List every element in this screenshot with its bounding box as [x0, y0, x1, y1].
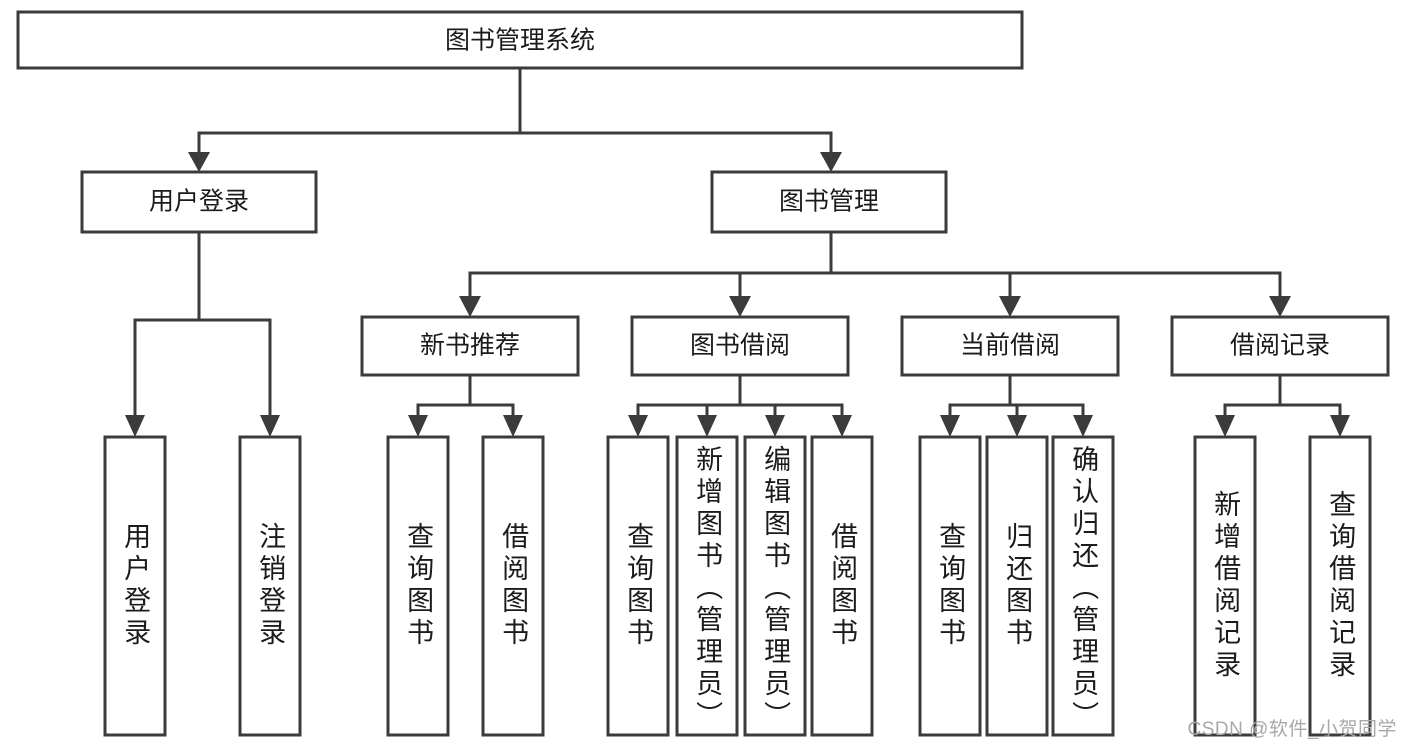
node-borrow-record-label: 借阅记录 [1230, 332, 1330, 360]
arrowhead-leaf-bb-add [697, 415, 717, 437]
leaf-box-bb-query-book[interactable] [606, 435, 670, 737]
node-root-box[interactable] [16, 10, 1024, 70]
node-new-book-recommend-label: 新书推荐 [420, 332, 520, 360]
connector-group-book-manage [459, 230, 1291, 317]
node-book-borrow-box[interactable] [630, 315, 850, 377]
node-book-manage[interactable]: 图书管理 [710, 170, 948, 234]
arrowhead-leaf-br-query [1330, 415, 1350, 437]
node-new-book-recommend-box[interactable] [360, 315, 580, 377]
connector-group-book-borrow [628, 373, 852, 437]
node-root-label: 图书管理系统 [445, 27, 595, 55]
node-new-book-recommend[interactable]: 新书推荐 [360, 315, 580, 377]
arrowhead-book-manage [820, 152, 842, 172]
leaf-box-bb-edit-book[interactable] [743, 435, 807, 737]
leaf-box-logout[interactable] [238, 435, 302, 737]
arrowhead-leaf-nb-borrow [503, 415, 523, 437]
arrowhead-user-login [188, 152, 210, 172]
node-borrow-record[interactable]: 借阅记录 [1170, 315, 1390, 377]
arrowhead-leaf-br-add [1215, 415, 1235, 437]
leaf-box-user-login[interactable] [103, 435, 167, 737]
leaf-node-boxes [103, 435, 1372, 737]
connector-group-root [188, 66, 842, 172]
arrowhead-leaf-cb-return [1007, 415, 1027, 437]
leaf-box-bb-add-book[interactable] [675, 435, 739, 737]
leaf-box-nb-query-book[interactable] [386, 435, 450, 737]
arrowhead-leaf-cb-query [940, 415, 960, 437]
node-book-manage-box[interactable] [710, 170, 948, 234]
arrowhead-leaf-cb-confirm [1073, 415, 1093, 437]
leaf-box-bb-borrow-book[interactable] [810, 435, 874, 737]
arrowhead-current-borrow [999, 296, 1021, 317]
connector-group-new-book [408, 373, 523, 437]
arrowhead-leaf-bb-borrow [832, 415, 852, 437]
connector-group-current-borrow [940, 373, 1093, 437]
node-user-login-box[interactable] [80, 170, 318, 234]
connector-group-borrow-record [1215, 373, 1350, 437]
arrowhead-leaf-logout [260, 415, 280, 437]
leaf-box-cb-confirm-return[interactable] [1051, 435, 1115, 737]
node-user-login[interactable]: 用户登录 [80, 170, 318, 234]
leaf-box-br-query-record[interactable] [1308, 435, 1372, 737]
node-current-borrow[interactable]: 当前借阅 [900, 315, 1120, 377]
node-current-borrow-label: 当前借阅 [960, 332, 1060, 360]
leaf-box-cb-query-book[interactable] [918, 435, 982, 737]
leaf-box-cb-return-book[interactable] [985, 435, 1049, 737]
arrowhead-new-book [459, 296, 481, 317]
node-book-borrow-label: 图书借阅 [690, 332, 790, 360]
arrowhead-leaf-user-login [125, 415, 145, 437]
arrowhead-leaf-bb-edit [765, 415, 785, 437]
connector-group-user-login [125, 230, 280, 437]
leaf-box-br-add-record[interactable] [1193, 435, 1257, 737]
leaf-box-nb-borrow-book[interactable] [481, 435, 545, 737]
node-current-borrow-box[interactable] [900, 315, 1120, 377]
arrowhead-book-borrow [729, 296, 751, 317]
node-book-borrow[interactable]: 图书借阅 [630, 315, 850, 377]
arrowhead-leaf-nb-query [408, 415, 428, 437]
arrowhead-leaf-bb-query [628, 415, 648, 437]
node-book-manage-label: 图书管理 [779, 188, 879, 216]
node-root[interactable]: 图书管理系统 [16, 10, 1024, 70]
arrowhead-borrow-record [1269, 296, 1291, 317]
node-borrow-record-box[interactable] [1170, 315, 1390, 377]
watermark-text: CSDN @软件_小贺同学 [1187, 719, 1397, 740]
node-user-login-label: 用户登录 [149, 188, 249, 216]
